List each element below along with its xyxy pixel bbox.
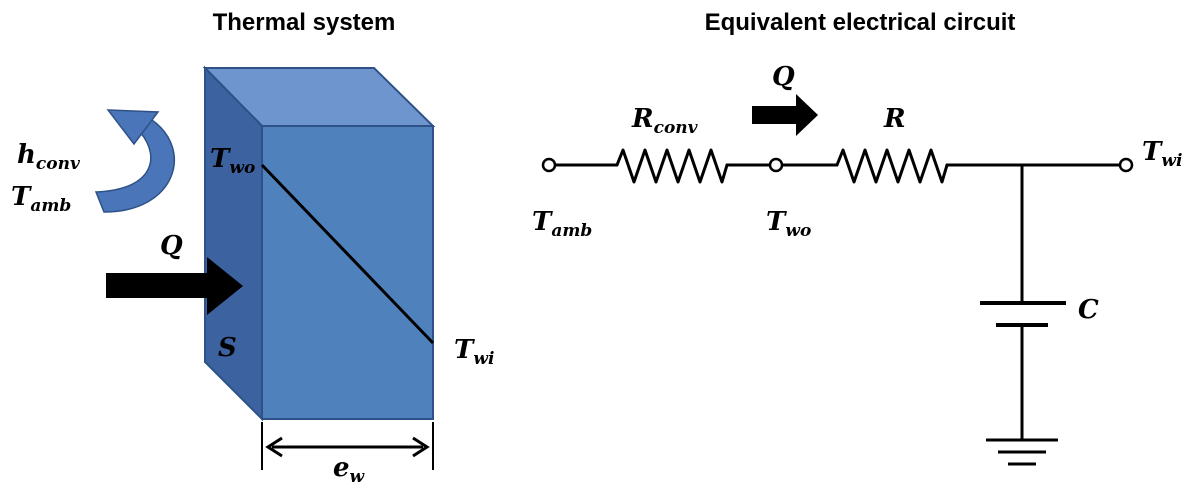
terminal-t-amb [541,157,557,173]
t-wi-label-circuit: Twi [1142,137,1182,171]
thermal-system-title: Thermal system [213,9,396,36]
temperature-gradient-line [260,163,435,345]
wall-block [202,65,436,422]
t-wo-label-circuit: Two [766,207,811,241]
ground-icon [986,438,1058,466]
t-wo-label-thermal: Two [210,144,255,178]
q-label-circuit: Q [772,62,795,92]
c-label: C [1078,295,1099,325]
wall-front-face [261,125,434,420]
terminal-t-wo [768,157,784,173]
convection-curved-arrow-icon [94,109,176,213]
r-label: R [883,104,906,134]
resistor-r-icon [835,148,949,184]
terminal-t-wi [1118,157,1134,173]
circuit-title: Equivalent electrical circuit [705,9,1016,36]
h-conv-label: hconv [17,140,81,174]
thickness-dimension [261,422,434,470]
s-label: S [218,333,237,363]
q-label-thermal: Q [160,231,183,261]
q-arrow-icon [752,94,818,136]
wall-side-face [204,65,263,422]
e-w-label: ew [333,453,366,487]
t-amb-label-circuit: Tamb [532,207,592,241]
r-conv-label: Rconv [631,104,699,138]
t-wi-label-thermal: Twi [454,335,494,369]
resistor-rconv-icon [615,148,729,184]
heat-flow-arrow-icon [106,257,243,315]
t-amb-label-thermal: Tamb [11,182,71,216]
